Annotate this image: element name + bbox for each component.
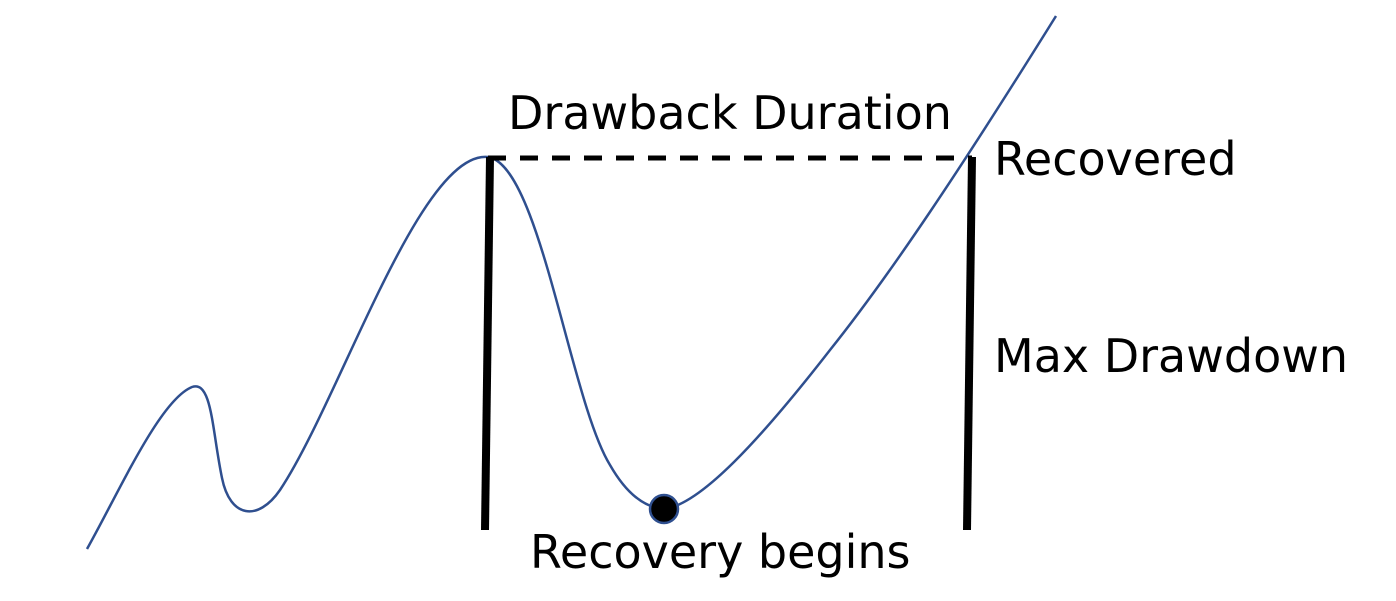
recovery-vertical-line <box>963 156 976 531</box>
max-drawdown-label: Max Drawdown <box>994 329 1348 383</box>
drawback-duration-label: Drawback Duration <box>508 86 952 140</box>
peak-vertical-line <box>481 156 494 531</box>
trough-point <box>648 493 680 525</box>
price-curve <box>85 15 1058 550</box>
recovered-label: Recovered <box>994 132 1237 186</box>
recovery-begins-label: Recovery begins <box>530 525 911 579</box>
